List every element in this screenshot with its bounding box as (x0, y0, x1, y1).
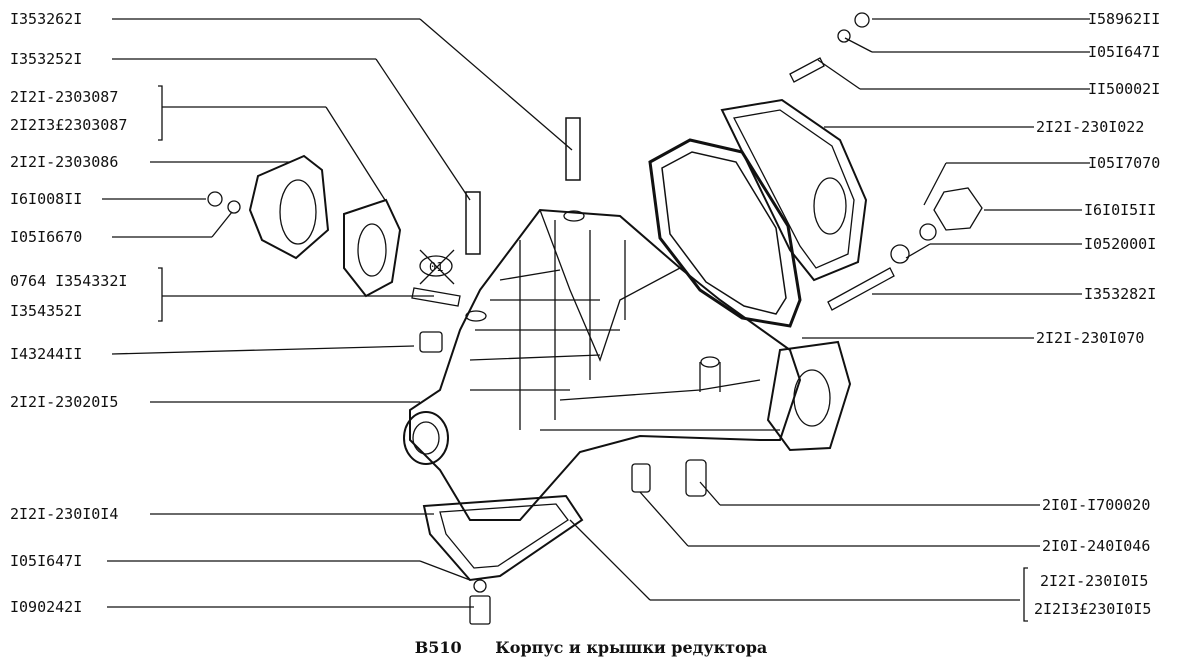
part-label: 2I2I-230I070 (1036, 329, 1145, 347)
part-label: II50002I (1088, 80, 1161, 98)
part-label: 2I2I-23020I5 (10, 393, 119, 411)
part-label: I6I0I5II (1084, 201, 1157, 219)
part-label: I353252I (10, 50, 83, 68)
part-label: 0764 I354332I (10, 272, 128, 290)
part-label: I6I008II (10, 190, 83, 208)
figure-title: Корпус и крышки редуктора (495, 638, 768, 657)
part-label: I05I647I (1088, 43, 1161, 61)
part-label: I43244II (10, 345, 83, 363)
part-label: 2I2I3£2303087 (10, 116, 128, 134)
part-label: 2I0I-I700020 (1042, 496, 1151, 514)
part-label: 2I2I-2303087 (10, 88, 119, 106)
part-label: I58962II (1088, 10, 1161, 28)
part-label: I353282I (1084, 285, 1157, 303)
part-label: 2I2I-230I0I5 (1040, 572, 1149, 590)
part-label: I052000I (1084, 235, 1157, 253)
figure-caption: В510 Корпус и крышки редуктора (0, 638, 1182, 657)
part-label: 2I2I-230I0I4 (10, 505, 119, 523)
part-label: I354352I (10, 302, 83, 320)
part-label: I353262I (10, 10, 83, 28)
part-label: 2I2I-230I022 (1036, 118, 1145, 136)
part-label: I05I6670 (10, 228, 83, 246)
part-label: I05I647I (10, 552, 83, 570)
part-label: 2I2I3£230I0I5 (1034, 600, 1152, 618)
callout-label: 01 (429, 260, 444, 274)
part-label: I090242I (10, 598, 83, 616)
figure-code: В510 (414, 638, 462, 657)
part-label: 2I0I-240I046 (1042, 537, 1151, 555)
part-label: 2I2I-2303086 (10, 153, 119, 171)
part-label: I05I7070 (1088, 154, 1161, 172)
